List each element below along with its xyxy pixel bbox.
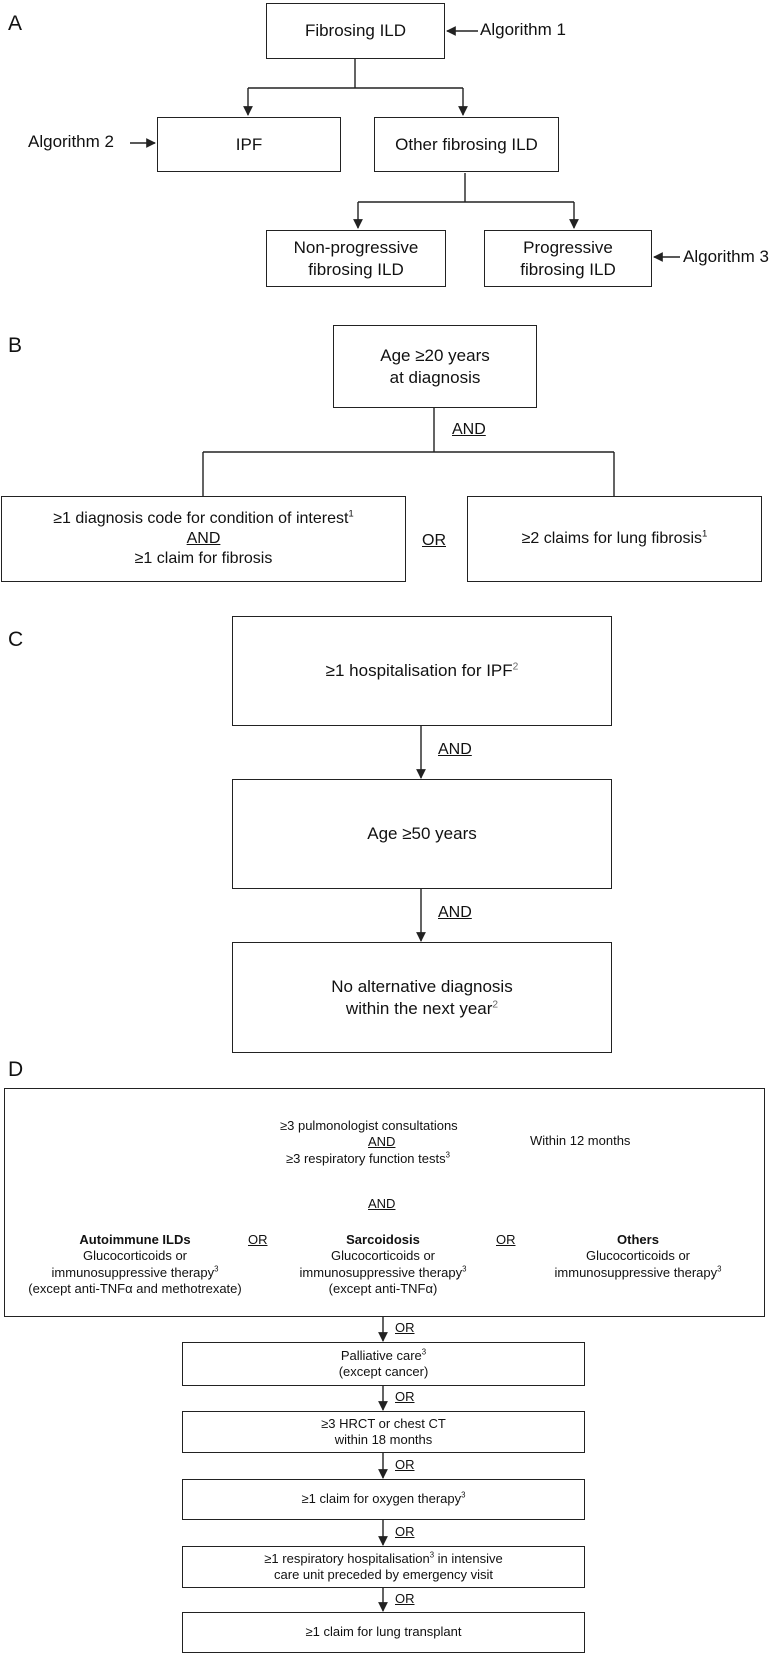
footnote-3-mark-hosp: 3 (429, 1550, 435, 1560)
oxygen-therapy-text: ≥1 claim for oxygen therapy3 (301, 1491, 466, 1507)
diagnosis-and: AND (186, 530, 221, 547)
age-50-box: Age ≥50 years (232, 779, 612, 889)
within-12-months-label: Within 12 months (530, 1133, 631, 1148)
or-connector-d5: OR (395, 1591, 415, 1606)
non-progressive-line2: fibrosing ILD (308, 259, 404, 279)
age-50-text: Age ≥50 years (367, 824, 477, 844)
others-block: Others Glucocorticoids or immunosuppress… (538, 1232, 738, 1281)
fibrosing-ild-text: Fibrosing ILD (304, 21, 407, 41)
hrct-box: ≥3 HRCT or chest CT within 18 months (182, 1411, 585, 1453)
footnote-2-mark: 2 (512, 661, 519, 673)
diagnosis-code-line3: ≥1 claim for fibrosis (134, 550, 273, 567)
fibrosing-ild-box: Fibrosing ILD (266, 3, 445, 59)
footnote-3-mark-oth: 3 (717, 1264, 722, 1274)
or-connector-d2: OR (395, 1389, 415, 1404)
panel-a-label: A (8, 12, 23, 35)
or-connector-d3: OR (395, 1457, 415, 1472)
progressive-box: Progressive fibrosing ILD (484, 230, 652, 287)
palliative-line1: Palliative care3 (340, 1347, 427, 1363)
others-line1: Glucocorticoids or (585, 1248, 691, 1264)
sarcoidosis-block: Sarcoidosis Glucocorticoids or immunosup… (283, 1232, 483, 1297)
progressive-line2: fibrosing ILD (520, 259, 616, 279)
age-20-box: Age ≥20 years at diagnosis (333, 325, 537, 408)
and-inner: AND (368, 1134, 396, 1149)
others-line2: immunosuppressive therapy3 (554, 1264, 722, 1280)
or-connector-d1: OR (395, 1320, 415, 1335)
or-sarcoidosis-others: OR (496, 1232, 516, 1247)
autoimmune-line3: (except anti-TNFα and methotrexate) (28, 1280, 242, 1296)
respiratory-function-tests: ≥3 respiratory function tests3 (286, 1150, 450, 1166)
sarcoidosis-title: Sarcoidosis (346, 1232, 420, 1247)
lung-fibrosis-claims-text: ≥2 claims for lung fibrosis1 (521, 528, 708, 547)
and-middle: AND (368, 1196, 396, 1211)
lung-transplant-text: ≥1 claim for lung transplant (305, 1624, 462, 1640)
no-alternative-line2: within the next year2 (345, 998, 499, 1018)
sarcoidosis-line1: Glucocorticoids or (330, 1248, 436, 1264)
pulmonologist-consultations: ≥3 pulmonologist consultations (280, 1118, 458, 1133)
panel-d-label: D (8, 1058, 24, 1081)
footnote-1-mark: 1 (348, 508, 354, 520)
ipf-text: IPF (235, 134, 263, 154)
age-20-line2: at diagnosis (389, 367, 481, 387)
non-progressive-line1: Non-progressive (293, 238, 419, 258)
no-alternative-line1: No alternative diagnosis (331, 977, 513, 997)
icu-line1: ≥1 respiratory hospitalisation3 in inten… (264, 1550, 503, 1566)
and-connector-b: AND (452, 421, 486, 438)
or-autoimmune-sarcoidosis: OR (248, 1232, 268, 1247)
others-title: Others (617, 1232, 659, 1247)
palliative-care-box: Palliative care3 (except cancer) (182, 1342, 585, 1386)
autoimmune-line2: immunosuppressive therapy3 (51, 1264, 219, 1280)
and-connector-c2: AND (438, 904, 472, 921)
diagnosis-code-line1: ≥1 diagnosis code for condition of inter… (53, 508, 354, 527)
algorithm-1-label: Algorithm 1 (480, 20, 566, 39)
autoimmune-line1: Glucocorticoids or (82, 1248, 188, 1264)
icu-line2: care unit preceded by emergency visit (274, 1567, 493, 1582)
algorithm-2-label: Algorithm 2 (28, 132, 114, 151)
footnote-3-mark-auto: 3 (214, 1264, 219, 1274)
hospitalisation-ipf-box: ≥1 hospitalisation for IPF2 (232, 616, 612, 726)
palliative-line2: (except cancer) (338, 1364, 429, 1379)
algorithm-3-label: Algorithm 3 (683, 247, 769, 266)
and-connector-c1: AND (438, 741, 472, 758)
no-alternative-diagnosis-box: No alternative diagnosis within the next… (232, 942, 612, 1053)
footnote-3-mark-pall: 3 (421, 1347, 427, 1357)
autoimmune-ilds-block: Autoimmune ILDs Glucocorticoids or immun… (10, 1232, 260, 1297)
panel-c-label: C (8, 628, 24, 651)
sarcoidosis-line3: (except anti-TNFα) (328, 1280, 438, 1296)
autoimmune-title: Autoimmune ILDs (79, 1232, 191, 1247)
non-progressive-box: Non-progressive fibrosing ILD (266, 230, 446, 287)
hrct-line2: within 18 months (334, 1432, 433, 1447)
other-fibrosing-ild-box: Other fibrosing ILD (374, 117, 559, 172)
icu-hospitalisation-box: ≥1 respiratory hospitalisation3 in inten… (182, 1546, 585, 1588)
or-connector-b: OR (422, 532, 446, 549)
footnote-3-mark-sarc: 3 (462, 1264, 467, 1274)
oxygen-therapy-box: ≥1 claim for oxygen therapy3 (182, 1479, 585, 1520)
footnote-2-mark-b: 2 (492, 998, 499, 1010)
age-20-line1: Age ≥20 years (380, 346, 490, 366)
panel-b-label: B (8, 334, 23, 357)
footnote-3-mark-oxy: 3 (461, 1491, 466, 1501)
lung-transplant-box: ≥1 claim for lung transplant (182, 1612, 585, 1653)
other-fibrosing-ild-text: Other fibrosing ILD (395, 134, 538, 154)
diagnosis-code-box: ≥1 diagnosis code for condition of inter… (1, 496, 406, 582)
sarcoidosis-line2: immunosuppressive therapy3 (299, 1264, 467, 1280)
lung-fibrosis-claims-box: ≥2 claims for lung fibrosis1 (467, 496, 762, 582)
hospitalisation-ipf-text: ≥1 hospitalisation for IPF2 (325, 661, 519, 681)
or-connector-d4: OR (395, 1524, 415, 1539)
footnote-3-mark: 3 (445, 1150, 450, 1160)
criteria-container-box (4, 1088, 765, 1317)
progressive-line1: Progressive (523, 238, 613, 258)
ipf-box: IPF (157, 117, 341, 172)
footnote-1-mark-b: 1 (702, 528, 708, 540)
hrct-line1: ≥3 HRCT or chest CT (321, 1415, 446, 1431)
